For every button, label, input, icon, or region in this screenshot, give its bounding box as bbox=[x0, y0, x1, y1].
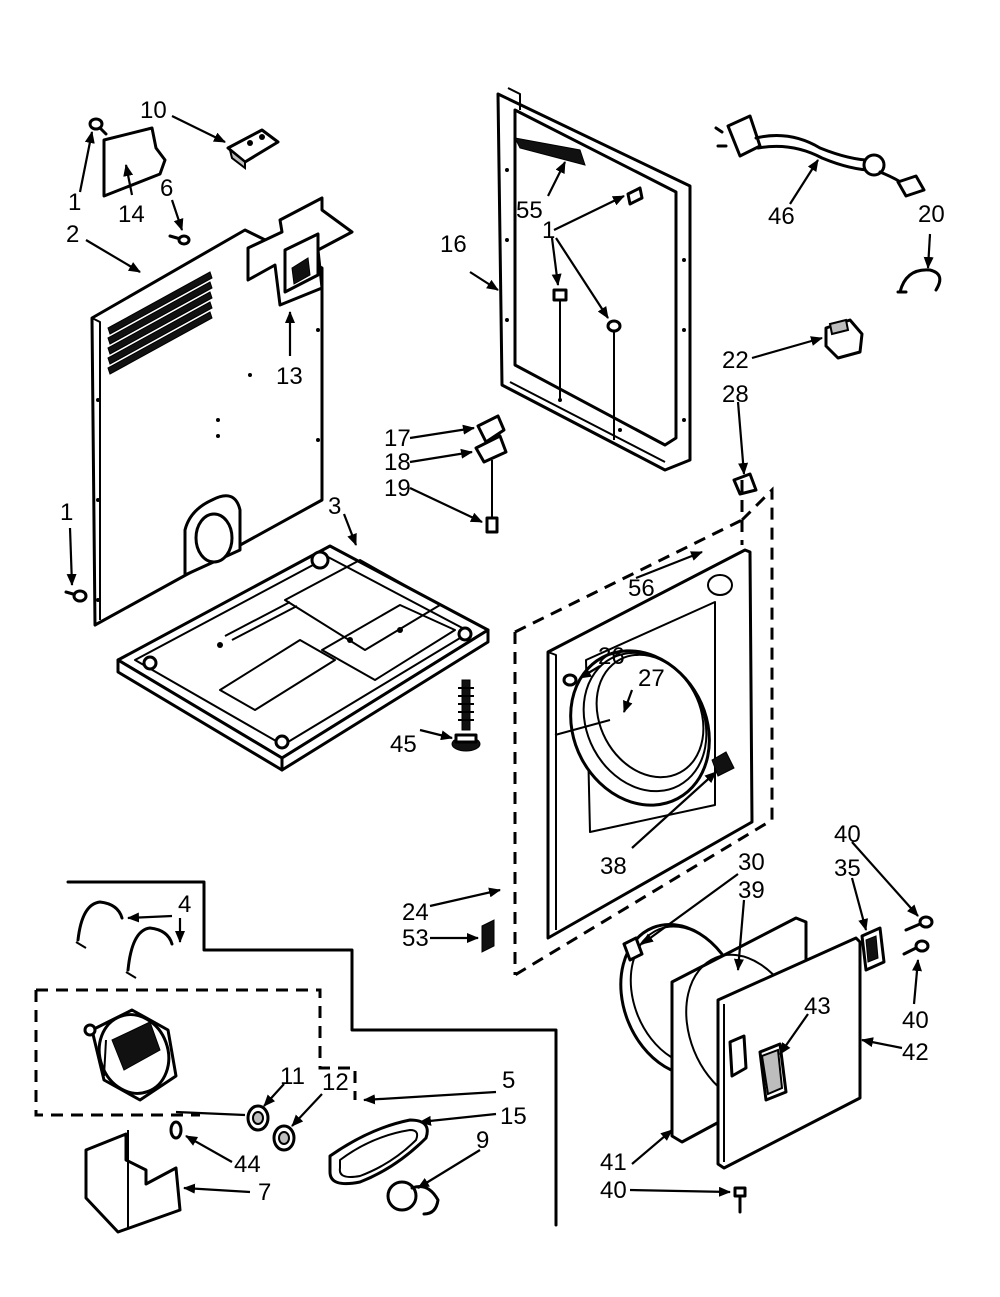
callout-1-lower: 1 bbox=[60, 499, 73, 526]
callout-45: 45 bbox=[390, 731, 417, 758]
callout-40-right: 40 bbox=[902, 1007, 929, 1034]
cabinet-base bbox=[116, 544, 490, 772]
access-cover-plate bbox=[102, 126, 167, 198]
callout-28: 28 bbox=[722, 381, 749, 408]
callout-20: 20 bbox=[918, 201, 945, 228]
front-panel-outline bbox=[513, 480, 774, 977]
callout-42: 42 bbox=[902, 1039, 929, 1066]
hinge-screws bbox=[733, 915, 934, 1214]
callout-14: 14 bbox=[118, 201, 145, 228]
callout-labels: 10 1 14 6 2 13 1 3 45 55 16 1 17 18 19 4… bbox=[60, 97, 945, 1206]
screw-lower-left bbox=[64, 589, 88, 603]
frame-screws bbox=[552, 186, 644, 440]
callout-4: 4 bbox=[178, 891, 191, 918]
top-frame bbox=[496, 87, 692, 472]
idler-pulley bbox=[386, 1180, 440, 1216]
screw-top-left bbox=[88, 117, 108, 136]
callout-3: 3 bbox=[328, 493, 341, 520]
panel-clip bbox=[481, 919, 495, 953]
motor-mount-bracket bbox=[84, 1130, 182, 1234]
screw-6 bbox=[168, 234, 191, 246]
door-hinge bbox=[860, 926, 886, 972]
callout-30: 30 bbox=[738, 849, 765, 876]
callout-24: 24 bbox=[402, 899, 429, 926]
motor-pulley bbox=[246, 1104, 296, 1152]
callout-53: 53 bbox=[402, 925, 429, 952]
callout-46: 46 bbox=[768, 203, 795, 230]
door-switch-assembly bbox=[474, 414, 508, 534]
motor-clips bbox=[75, 900, 174, 979]
callout-18: 18 bbox=[384, 449, 411, 476]
drive-belt bbox=[328, 1118, 429, 1186]
callout-26: 26 bbox=[598, 643, 625, 670]
callout-1-top: 1 bbox=[68, 189, 81, 216]
leveling-leg bbox=[451, 679, 481, 752]
callout-39: 39 bbox=[738, 877, 765, 904]
callout-41: 41 bbox=[600, 1149, 627, 1176]
callout-19: 19 bbox=[384, 475, 411, 502]
callout-12: 12 bbox=[322, 1069, 349, 1096]
callout-40-top: 40 bbox=[834, 821, 861, 848]
callout-22: 22 bbox=[722, 347, 749, 374]
power-cord bbox=[714, 114, 926, 198]
strain-relief bbox=[824, 318, 864, 360]
terminal-block bbox=[226, 128, 280, 171]
terminal-block-bracket bbox=[246, 196, 354, 307]
callout-11: 11 bbox=[280, 1063, 305, 1090]
callout-17: 17 bbox=[384, 425, 411, 452]
callout-9: 9 bbox=[476, 1127, 489, 1154]
leader-lines bbox=[66, 115, 934, 1197]
callout-55: 55 bbox=[516, 197, 543, 224]
callout-40-bottom: 40 bbox=[600, 1177, 627, 1204]
callout-1-frame: 1 bbox=[542, 217, 555, 244]
motor-subgroup-outline bbox=[34, 988, 357, 1117]
callout-35: 35 bbox=[834, 855, 861, 882]
drive-motor bbox=[83, 1008, 178, 1102]
cord-clamp bbox=[896, 268, 942, 294]
callout-44: 44 bbox=[234, 1151, 261, 1178]
motor-section-border bbox=[66, 880, 558, 1227]
callout-15: 15 bbox=[500, 1103, 527, 1130]
callout-10: 10 bbox=[140, 97, 167, 124]
rear-panel-vents bbox=[107, 271, 213, 375]
rear-panel bbox=[90, 228, 324, 627]
callout-5: 5 bbox=[502, 1067, 515, 1094]
door-catch-bracket bbox=[732, 472, 758, 496]
callout-56: 56 bbox=[628, 575, 655, 602]
callout-6: 6 bbox=[160, 175, 173, 202]
callout-7: 7 bbox=[258, 1179, 271, 1206]
door-strike bbox=[622, 936, 644, 962]
callout-27: 27 bbox=[638, 665, 665, 692]
front-panel bbox=[546, 548, 754, 940]
callout-38: 38 bbox=[600, 853, 627, 880]
callout-13: 13 bbox=[276, 363, 303, 390]
mount-screw bbox=[169, 1120, 183, 1140]
callout-43: 43 bbox=[804, 993, 831, 1020]
callout-2: 2 bbox=[66, 221, 79, 248]
callout-16: 16 bbox=[440, 231, 467, 258]
